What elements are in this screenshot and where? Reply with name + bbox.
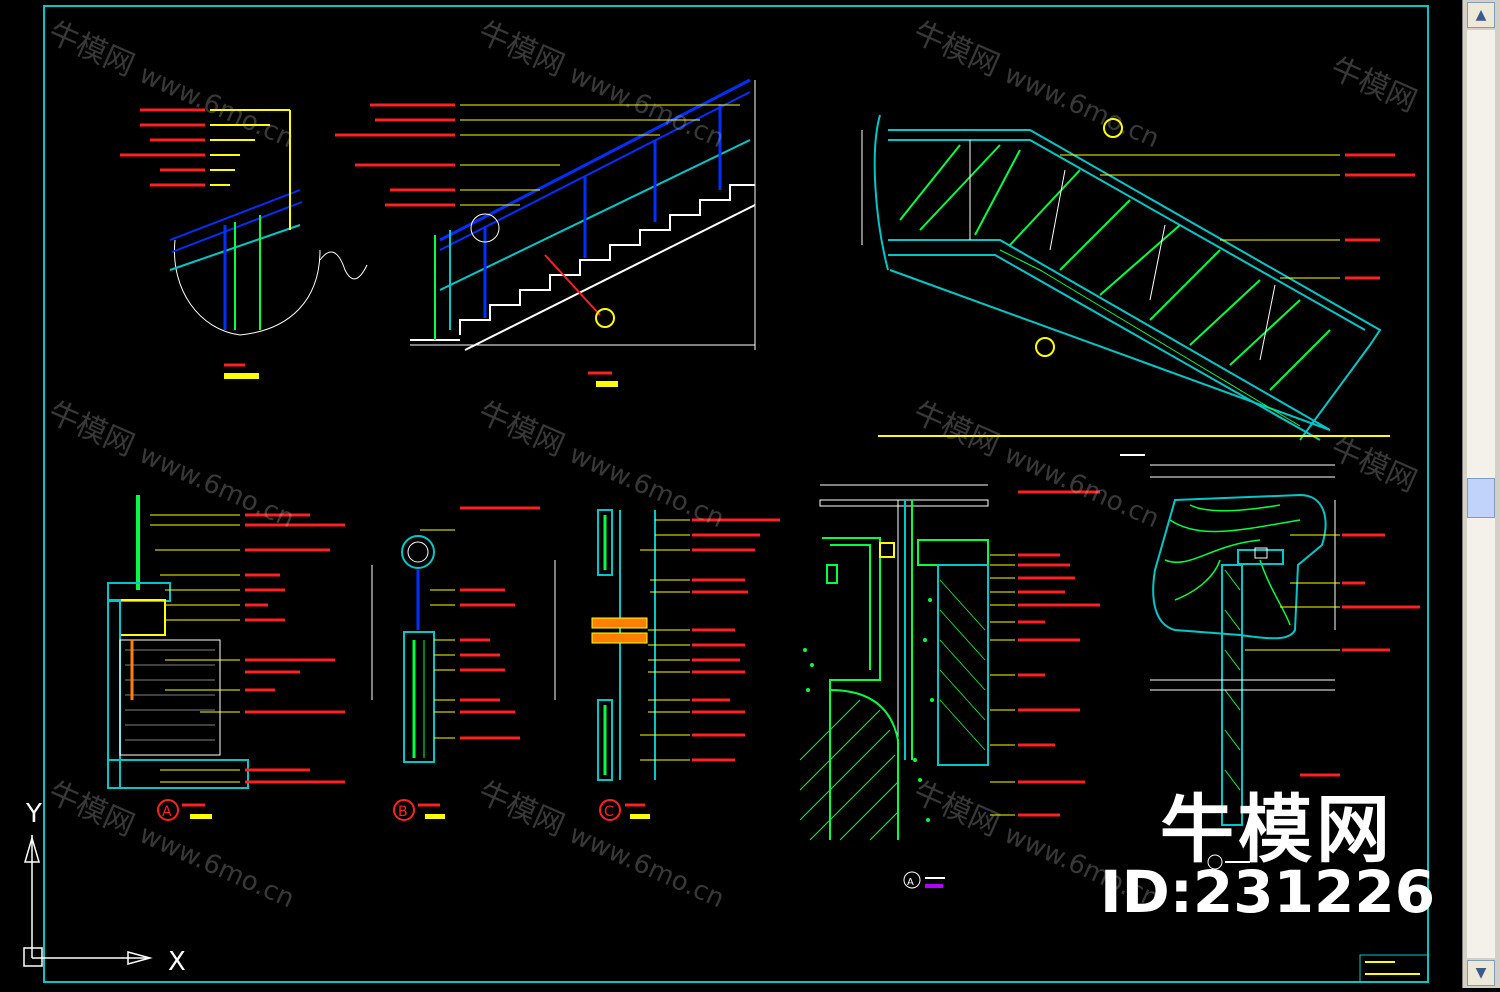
section-mark-a-wall: A — [907, 877, 914, 888]
section-mark-a: A — [162, 804, 172, 820]
watermark-brand: 牛模网 — [1160, 787, 1394, 873]
scrollbar-thumb[interactable] — [1467, 478, 1495, 518]
cad-drawing: Y X A B C A — [23, 5, 1429, 983]
title-block — [1359, 954, 1429, 983]
watermark-id: ID:231226 — [1100, 858, 1436, 926]
wall-section-detail — [799, 484, 1250, 889]
scroll-down-button[interactable]: ▼ — [1467, 960, 1495, 986]
section-mark-c: C — [604, 804, 614, 820]
stair-elevation-detail — [335, 78, 756, 387]
cad-drawing-canvas[interactable]: Y X A B C A 牛模网www.6mo.cn 牛模网www.6mo.cn … — [0, 0, 1462, 988]
sheet-border — [43, 5, 1429, 983]
ucs-x-label: X — [168, 947, 186, 977]
section-b-detail — [371, 506, 540, 821]
ucs-y-label: Y — [25, 799, 42, 829]
stair-handrail-large-detail — [861, 114, 1415, 441]
chevron-down-icon: ▼ — [1475, 965, 1487, 981]
handrail-detail-top-left — [120, 108, 368, 379]
section-c-detail — [554, 509, 780, 821]
handrail-profile-detail — [1120, 454, 1420, 826]
chevron-up-icon: ▲ — [1475, 7, 1487, 23]
ucs-icon — [23, 835, 153, 967]
section-mark-b: B — [398, 804, 408, 820]
vertical-scrollbar[interactable]: ▲ ▼ — [1462, 0, 1500, 988]
scroll-up-button[interactable]: ▲ — [1467, 2, 1495, 28]
section-a-detail — [107, 495, 345, 821]
